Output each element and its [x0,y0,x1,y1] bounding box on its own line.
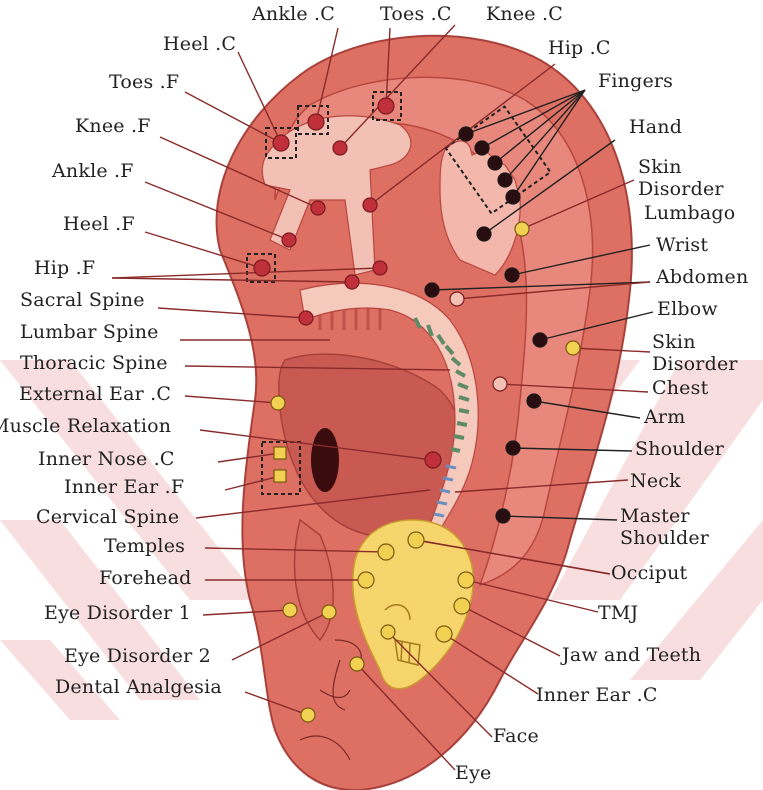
label-ankle-f: Ankle .F [52,162,134,181]
label-eye-disorder-1: Eye Disorder 1 [44,604,191,623]
point-abdomen-white [450,292,464,306]
label-hip-f: Hip .F [34,259,95,278]
point-master-shoulder [496,509,510,523]
point-shoulder [506,441,520,455]
label-ankle-c: Ankle .C [252,5,335,24]
label-master-shoulder: Master Shoulder [620,505,730,549]
label-heel-f: Heel .F [63,215,135,234]
label-inner-ear-f: Inner Ear .F [64,478,184,497]
label-cervical-spine: Cervical Spine [36,508,179,527]
label-hip-c: Hip .C [548,39,611,58]
label-forehead: Forehead [99,569,191,588]
point-hand [477,227,491,241]
point-chest [493,377,507,391]
point-ankle-c [308,114,324,130]
point-sacral [299,311,313,325]
point-eye [350,657,364,671]
point-muscle [425,452,441,468]
point-eye-dis-1 [283,603,297,617]
label-shoulder: Shoulder [635,440,724,459]
point-toes-c [378,98,394,114]
label-arm: Arm [644,408,685,427]
label-temples: Temples [104,537,185,556]
point-fingers-5 [506,190,520,204]
label-occiput: Occiput [611,564,687,583]
point-inner-ear-f [274,470,286,482]
point-temples-2 [408,532,424,548]
label-dental-analgesia: Dental Analgesia [55,678,222,697]
label-knee-f: Knee .F [75,117,151,136]
ear-canal [311,428,339,492]
point-tmj [458,572,474,588]
point-knee-c [333,141,347,155]
point-external-ear [271,396,285,410]
point-temples [378,544,394,560]
label-sacral-spine: Sacral Spine [20,291,145,310]
label-skin-disorder-mid: Skin Disorder [652,331,752,375]
label-jaw-and-teeth: Jaw and Teeth [562,646,701,665]
label-lumbago: Lumbago [644,204,735,223]
label-toes-f: Toes .F [109,73,179,92]
point-skin-mid [566,341,580,355]
label-eye-disorder-2: Eye Disorder 2 [64,647,211,666]
point-hip-c [363,198,377,212]
point-dental [301,708,315,722]
label-muscle-relaxation: Muscle Relaxation [0,417,171,436]
point-ankle-f [282,233,296,247]
label-wrist: Wrist [656,236,708,255]
label-heel-c: Heel .C [163,35,236,54]
point-arm [527,394,541,408]
point-heel-f [254,260,270,276]
label-elbow: Elbow [657,300,718,319]
label-inner-ear-c: Inner Ear .C [536,686,658,705]
point-hip-f [345,275,359,289]
point-fingers-3 [488,156,502,170]
label-eye: Eye [455,764,491,783]
point-jaw [454,598,470,614]
point-elbow [533,333,547,347]
label-face: Face [493,727,539,746]
point-wrist [505,268,519,282]
label-chest: Chest [652,379,708,398]
point-knee-f [311,201,325,215]
point-eye-dis-2 [322,605,336,619]
point-heel-c [273,135,289,151]
label-toes-c: Toes .C [380,5,452,24]
label-thoracic-spine: Thoracic Spine [20,354,168,373]
label-inner-nose-c: Inner Nose .C [38,450,175,469]
point-skin-top [515,222,529,236]
point-hip-f-2 [373,261,387,275]
point-inner-ear-c [436,626,452,642]
label-hand: Hand [629,118,682,137]
label-neck: Neck [630,472,681,491]
label-fingers: Fingers [598,72,673,91]
point-face [381,625,395,639]
point-abdomen-dark [425,283,439,297]
label-skin-disorder-top: Skin Disorder [638,156,743,200]
label-abdomen: Abdomen [656,268,748,287]
point-inner-nose [274,447,286,459]
point-fingers-2 [475,141,489,155]
label-external-ear-c: External Ear .C [19,385,171,404]
label-knee-c: Knee .C [486,5,563,24]
point-fingers-1 [459,127,473,141]
label-lumbar-spine: Lumbar Spine [20,323,159,342]
label-tmj: TMJ [598,604,638,623]
point-fingers-4 [498,173,512,187]
point-forehead [358,572,374,588]
